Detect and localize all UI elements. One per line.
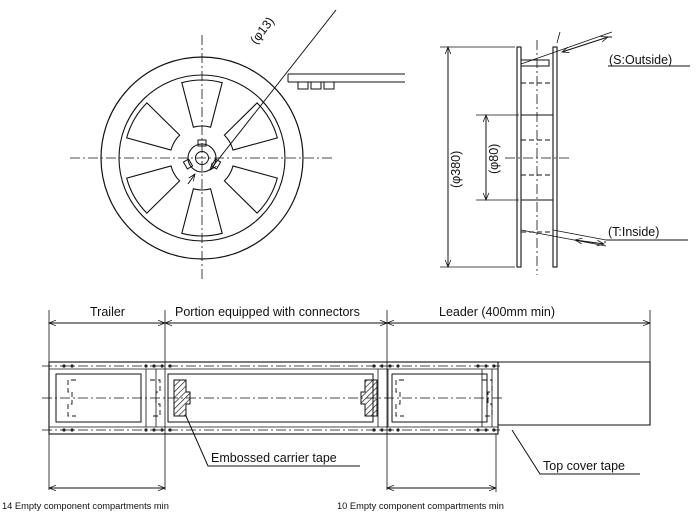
- reel-flange-right: [552, 46, 558, 268]
- top-cover-tape-leader: [498, 361, 651, 426]
- carrier-tape-diagram: Trailer Portion equipped with connectors…: [2, 305, 650, 511]
- embossed-callout-line: [185, 415, 360, 467]
- t-inside-label: (T:Inside): [608, 225, 659, 239]
- portion-label: Portion equipped with connectors: [175, 305, 360, 319]
- s-outside-dim: [562, 37, 608, 52]
- hub-diameter-label: (φ13): [247, 14, 277, 47]
- top-cover-callout-line: [511, 429, 640, 475]
- core-diameter-label: (φ80): [487, 144, 501, 174]
- hub-leader-line: [210, 9, 337, 170]
- trailer-compartments-note: 14 Empty component compartments min: [2, 501, 169, 511]
- top-cover-tape-label: Top cover tape: [543, 459, 625, 473]
- sprocket-holes: [62, 364, 496, 432]
- leader-compartments-note: 10 Empty component compartments min: [337, 501, 504, 511]
- s-outside-label: (S:Outside): [609, 53, 672, 67]
- reel-flange-left: [516, 46, 522, 268]
- reel-front-view: (φ13): [70, 9, 405, 282]
- reel-side-view: (φ380) (φ80) (S:Outside) (T:Inside): [440, 31, 690, 275]
- leader-label: Leader (400mm min): [439, 305, 555, 319]
- outer-diameter-label: (φ380): [449, 151, 463, 188]
- trailer-label: Trailer: [90, 305, 125, 319]
- embossed-carrier-tape-label: Embossed carrier tape: [211, 451, 337, 465]
- connector-left: [173, 379, 191, 417]
- connector-right: [360, 379, 378, 417]
- t-inside-dim: [575, 240, 604, 244]
